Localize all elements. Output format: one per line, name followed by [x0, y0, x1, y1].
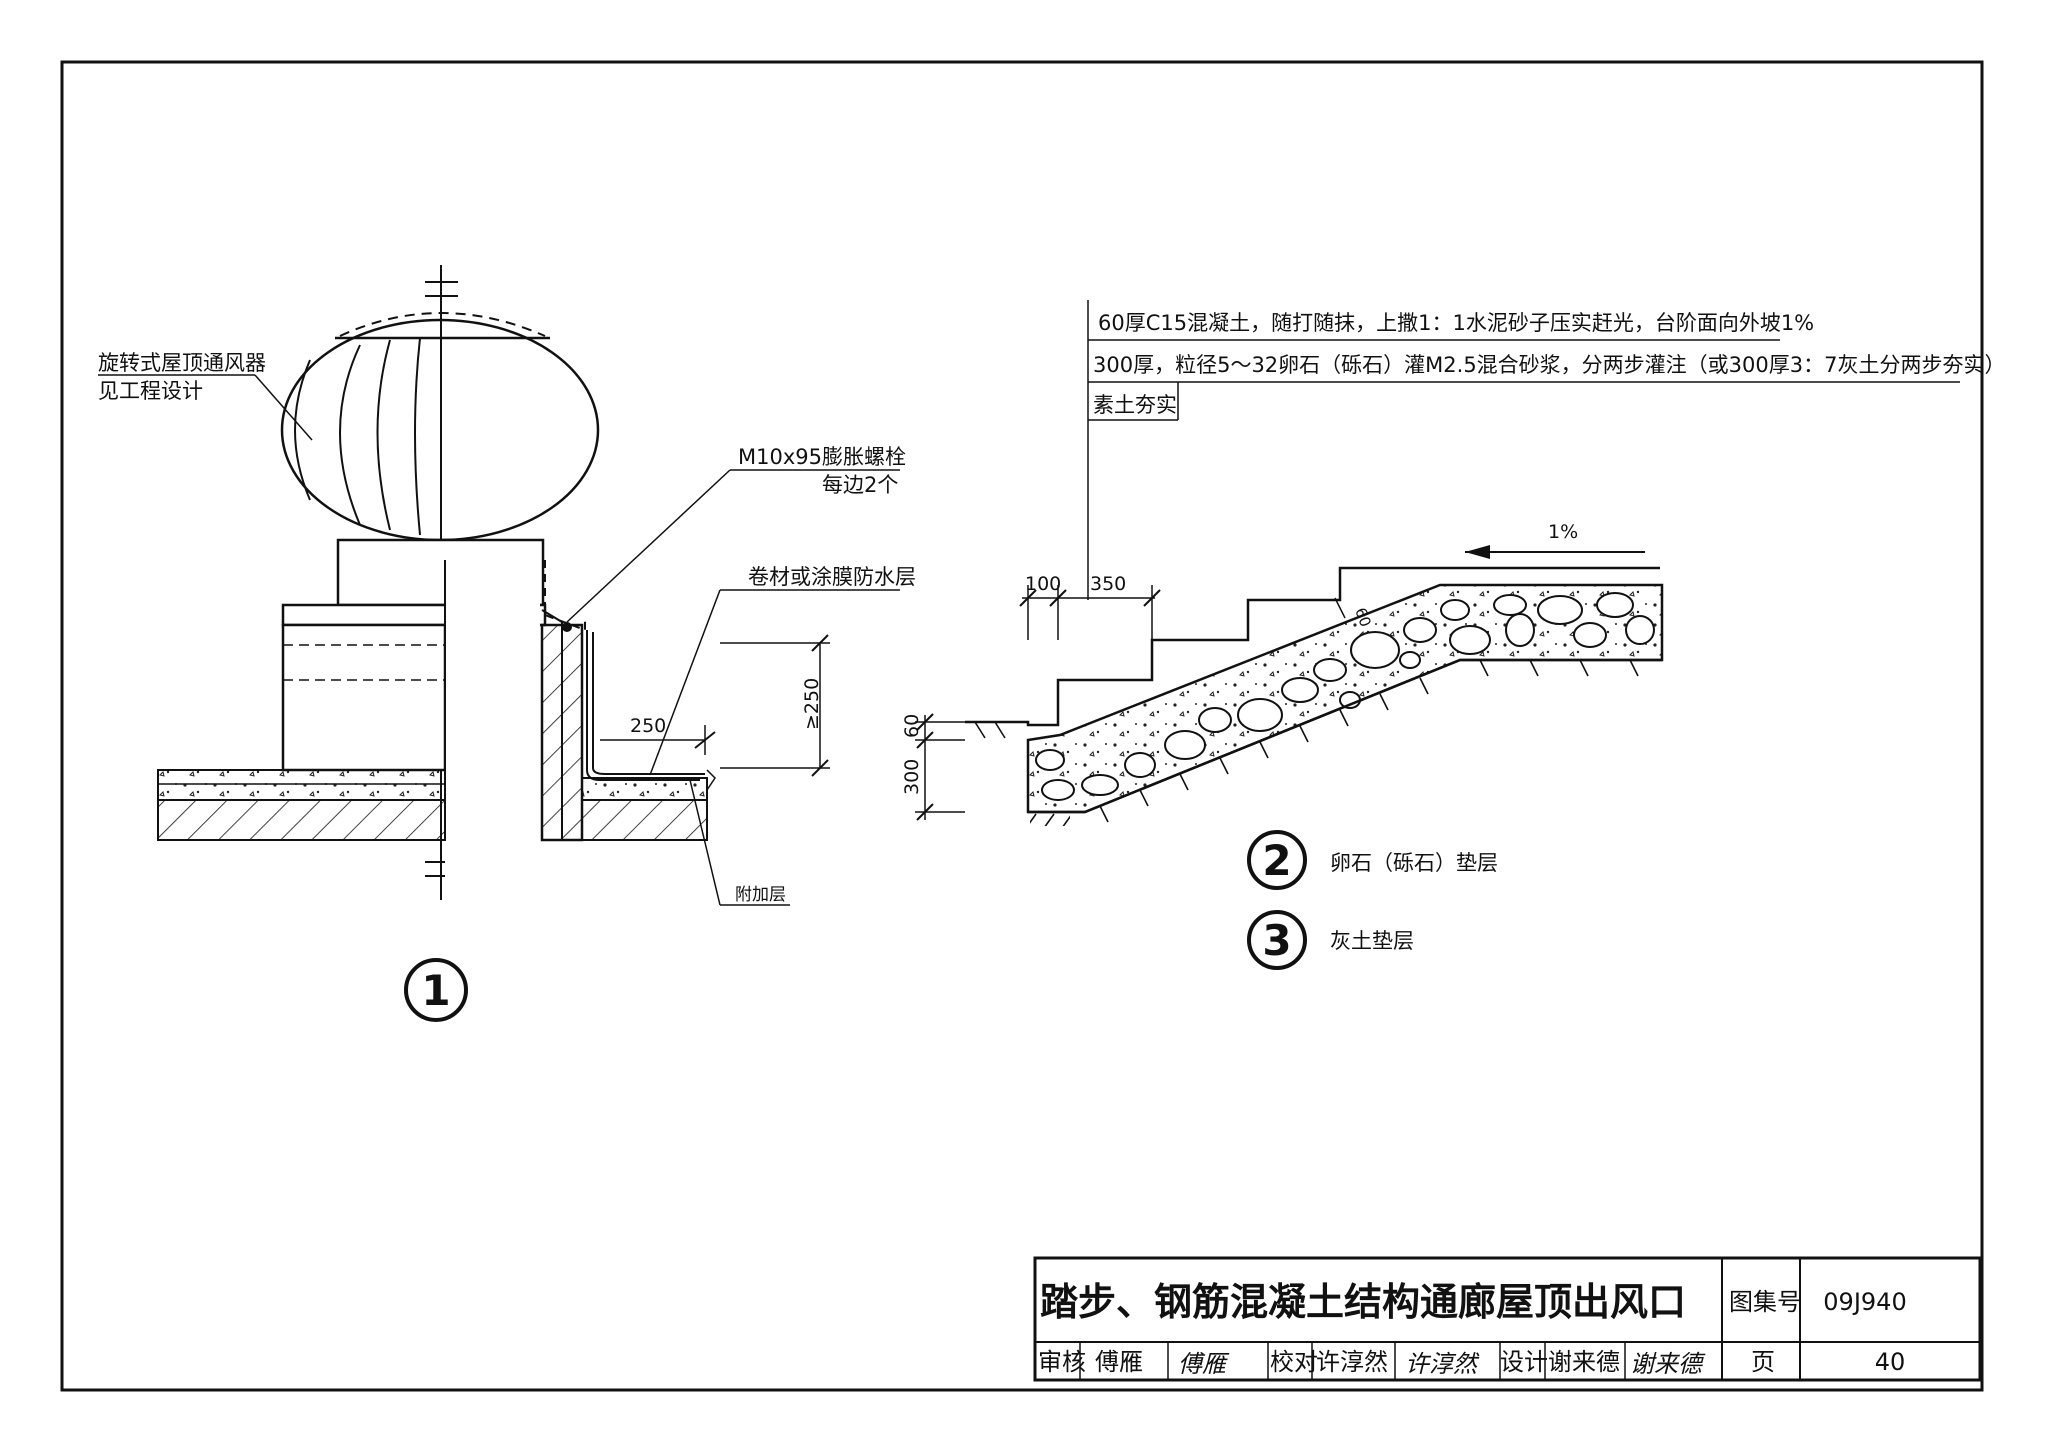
page-label: 页: [1751, 1348, 1775, 1376]
detail-steps-section: [915, 300, 1960, 826]
legend-number-2: 2: [1262, 836, 1291, 885]
legend-text-2: 卵石（砾石）垫层: [1330, 851, 1498, 875]
bolt-label-line2: 每边2个: [822, 473, 898, 497]
detail-1-marker: [404, 958, 468, 1022]
dim-100: 100: [1025, 573, 1061, 595]
design-label: 设计: [1500, 1348, 1548, 1376]
design-name: 谢来德: [1548, 1348, 1620, 1376]
detail-1-number: 1: [421, 966, 450, 1015]
legend-text-3: 灰土垫层: [1330, 929, 1414, 953]
check-label: 校对: [1270, 1348, 1318, 1376]
drawing-title: 踏步、钢筋混凝土结构通廊屋顶出风口: [1040, 1280, 1686, 1324]
additional-layer-label: 附加层: [735, 885, 786, 905]
ventilator-label-line1: 旋转式屋顶通风器: [98, 351, 266, 375]
slope-label: 1%: [1548, 521, 1578, 543]
layer2-text: 300厚，粒径5～32卵石（砾石）灌M2.5混合砂浆，分两步灌注（或300厚3：…: [1093, 353, 2005, 377]
ventilator-label-line2: 见工程设计: [98, 379, 203, 403]
bolt-label-line1: M10x95膨胀螺栓: [738, 445, 906, 469]
atlas-number: 09J940: [1823, 1288, 1906, 1316]
sheet-border: [60, 60, 1984, 1392]
title-block: [1033, 1256, 1982, 1382]
dim-250: 250: [630, 715, 666, 737]
waterproof-label: 卷材或涂膜防水层: [748, 565, 916, 589]
detail-1-ventilator: [98, 265, 900, 980]
layer1-text: 60厚C15混凝土，随打随抹，上撒1：1水泥砂子压实赶光，台阶面向外坡1%: [1098, 311, 1814, 335]
dim-300: 300: [901, 759, 923, 795]
dim-350: 350: [1090, 573, 1126, 595]
check-signature: 许淳然: [1405, 1350, 1480, 1378]
legend-marker-2: [1247, 830, 1307, 890]
check-name: 许淳然: [1316, 1348, 1388, 1376]
legend-number-3: 3: [1262, 916, 1291, 965]
dim-60: 60: [901, 714, 923, 738]
design-signature: 谢来德: [1630, 1350, 1706, 1378]
review-signature: 傅雁: [1178, 1350, 1230, 1378]
dim-60-top: 60: [1351, 605, 1374, 629]
atlas-label: 图集号: [1729, 1288, 1801, 1316]
review-label: 审核: [1038, 1348, 1086, 1376]
page-number: 40: [1875, 1348, 1906, 1376]
dim-ge-250: ≥250: [801, 678, 823, 730]
legend-marker-3: [1247, 910, 1307, 970]
review-name: 傅雁: [1095, 1348, 1143, 1376]
layer3-text: 素土夯实: [1093, 393, 1177, 417]
